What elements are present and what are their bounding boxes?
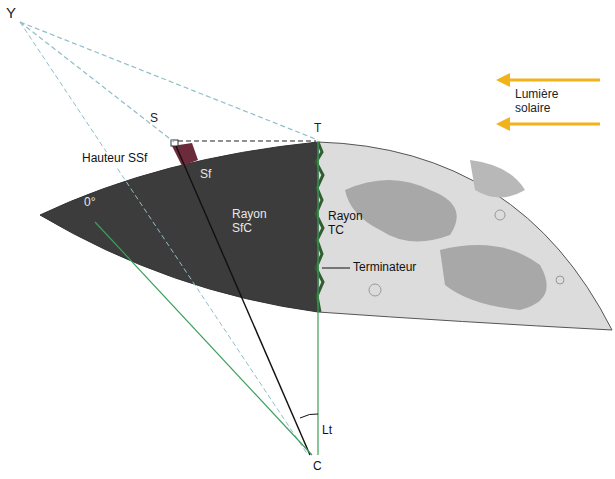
sight-line (20, 22, 174, 142)
diagram-label: Terminateur (353, 261, 416, 275)
diagram-label: Hauteur SSf (80, 152, 149, 166)
diagram-label: Y (6, 4, 16, 21)
diagram-label: S (150, 112, 158, 126)
leader-line (322, 268, 350, 269)
dark-side (40, 142, 318, 312)
mare (440, 245, 547, 310)
diagram-label: T (314, 122, 321, 136)
sight-line (20, 22, 318, 140)
radius-line (95, 222, 312, 455)
crater (495, 210, 505, 220)
lit-side (318, 142, 612, 330)
mare (470, 160, 525, 198)
diagram-label: 0° (84, 196, 95, 210)
diagram-label: Lt (322, 424, 332, 438)
arrowhead (496, 73, 510, 87)
arrowhead (496, 117, 510, 131)
shadow-line (178, 141, 316, 142)
diagram-label: C (313, 460, 322, 474)
diagram-label: Rayon SfC (232, 208, 280, 236)
sunlight-arrow (508, 123, 600, 126)
angle-arc (300, 414, 318, 418)
sight-line (20, 22, 308, 455)
sunlight-arrow (508, 79, 600, 82)
crater (556, 276, 564, 284)
radius-line (317, 142, 318, 455)
radius-line (176, 146, 310, 455)
crater (369, 284, 381, 296)
diagram-label: Lumière solaire (515, 88, 575, 116)
terminator-edge (316, 142, 323, 312)
diagram-label: Sf (200, 168, 211, 182)
diagram-label: Rayon TC (328, 210, 376, 238)
